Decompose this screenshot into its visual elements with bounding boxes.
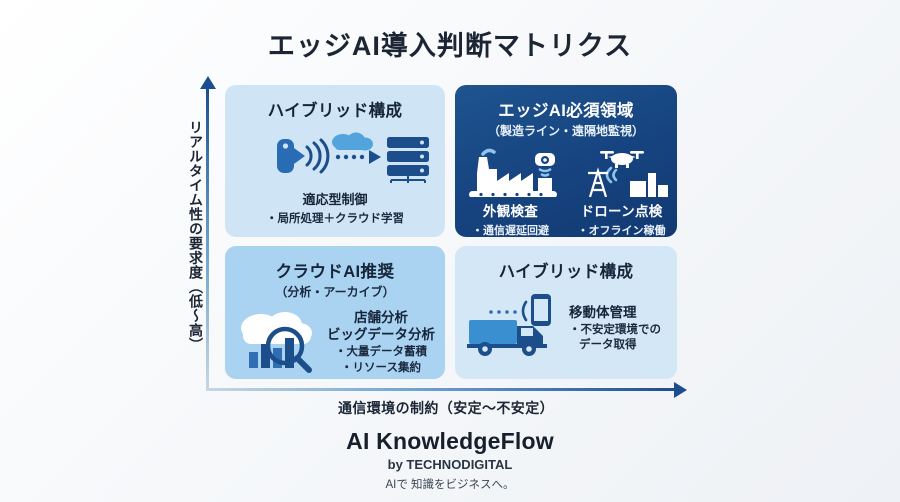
y-axis-arrow-icon [200,76,216,89]
item-bullet: ・通信遅延回避 [472,225,549,237]
quadrant-top-right-title: エッジAI必須領域 [498,102,634,120]
quadrant-top-right-items: 外観検査 ・通信遅延回避 [455,145,677,237]
quadrant-top-left-title: ハイブリッド構成 [267,102,403,120]
drone-tower-icon [566,145,677,198]
quadrant-bottom-right-body: 移動体管理 ・不安定環境での データ取得 [455,290,677,363]
brand-tagline: AIで 知識をビジネスへ。 [385,479,515,491]
factory-camera-icon [455,145,566,198]
y-axis-line [206,85,209,390]
heading: 移動体管理 [569,304,637,320]
list-item[interactable]: 外観検査 ・通信遅延回避 [455,145,566,237]
sensor-icon [277,139,294,173]
cloud-icon [332,132,373,151]
quadrant-bottom-right-text: 移動体管理 ・不安定環境での データ取得 [569,301,669,353]
quadrant-bottom-left-body: 店舗分析 ビッグデータ分析 ・大量データ蓄積 ・リソース集約 [225,304,445,379]
dotted-arrow-icon [335,150,381,164]
bullet-line-2: データ取得 [579,338,637,351]
quadrant-top-left[interactable]: ハイブリッド構成 [225,85,445,237]
brand-byline: by TECHNODIGITAL [387,457,513,472]
item-heading: 外観検査 [482,204,539,219]
bullet-line-1: ・不安定環境での [569,323,661,336]
bullet-2: ・リソース集約 [341,362,421,375]
quadrant-top-left-caption: 適応型制御 [302,192,368,207]
heading-primary: 店舗分析 [354,310,408,326]
quadrant-bottom-right-title: ハイブリッド構成 [498,263,634,281]
quadrant-bottom-right[interactable]: ハイブリッド構成 [455,246,677,379]
quadrant-top-right[interactable]: エッジAI必須領域 （製造ライン・遠隔地監視） [455,85,677,237]
quadrant-bottom-left[interactable]: クラウドAI推奨 （分析・アーカイブ） [225,246,445,379]
server-rack-icon [387,137,429,183]
quadrant-bottom-left-title: クラウドAI推奨 [275,263,395,281]
cloud-analytics-icon [231,304,323,379]
list-item[interactable]: ドローン点検 ・オフライン稼働 [566,145,677,237]
truck-mobile-icon [463,290,569,363]
item-heading: ドローン点検 [580,204,663,219]
x-axis-arrow-icon [674,382,687,398]
x-axis-label: 通信環境の制約（安定〜不安定） [338,400,554,416]
quadrant-top-right-subtitle: （製造ライン・遠隔地監視） [487,124,644,138]
x-axis-line [206,388,676,391]
quadrant-bottom-left-subtitle: （分析・アーカイブ） [275,285,395,299]
hybrid-flow-icon [277,132,429,183]
y-axis-label: リアルタイム性の要求度（低〜高） [188,120,204,352]
quadrant-top-left-bullet: ・局所処理＋クラウド学習 [266,213,404,225]
quadrant-top-left-icons [225,131,445,183]
item-bullet: ・オフライン稼働 [577,225,666,237]
quadrant-bottom-left-text: 店舗分析 ビッグデータ分析 ・大量データ蓄積 ・リソース集約 [323,310,439,377]
heading-secondary: ビッグデータ分析 [327,326,435,342]
page-title: エッジAI導入判断マトリクス [267,31,633,61]
brand-name: AI KnowledgeFlow [346,428,554,454]
bullet-1: ・大量データ蓄積 [335,345,427,358]
